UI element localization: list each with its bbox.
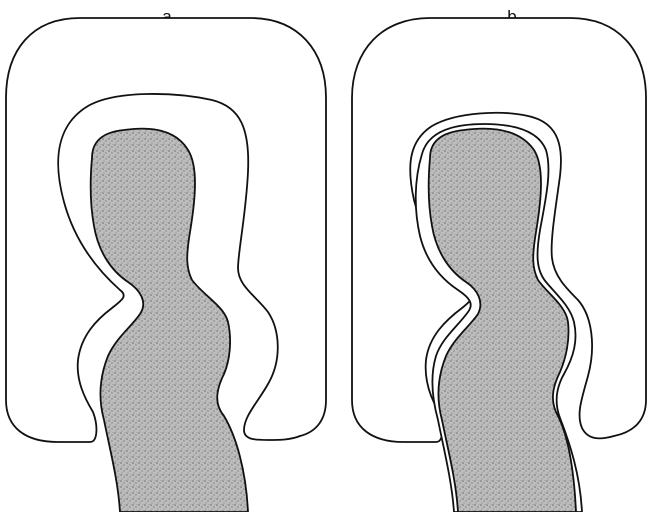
panel-b: b bbox=[352, 7, 646, 512]
panel-b-shaded-body bbox=[429, 129, 576, 512]
panel-a-shaded-body bbox=[91, 129, 248, 512]
panel-a: a bbox=[6, 7, 326, 512]
